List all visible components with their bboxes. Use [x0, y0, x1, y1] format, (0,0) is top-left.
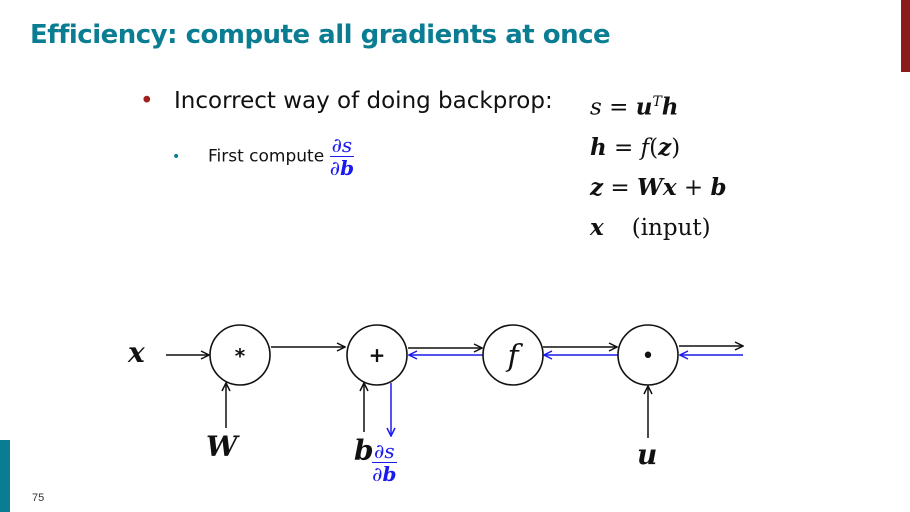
accent-bar-teal [0, 440, 10, 512]
partial-symbol: ∂ [329, 156, 341, 180]
bullet-text: First compute [208, 146, 325, 167]
var: W [636, 173, 663, 201]
bullet-level1: • Incorrect way of doing backprop: [140, 88, 553, 114]
eq-sign: = [603, 174, 637, 201]
eq-sign: = [606, 134, 641, 161]
node-symbol: + [369, 343, 386, 367]
var: b [710, 173, 727, 201]
partial-derivative-fraction: ∂s ∂b [329, 133, 355, 179]
var: h [661, 93, 679, 121]
var: x [662, 173, 677, 201]
fraction-numerator: ∂s [372, 439, 397, 463]
node-symbol: • [642, 344, 655, 369]
fraction-denominator: ∂b [372, 463, 397, 485]
equation-z: z = Wx + b [590, 168, 727, 208]
bullet-marker: • [140, 88, 154, 114]
accent-bar-red [901, 0, 910, 72]
node-dot-product: • [617, 324, 679, 386]
input-u-label: u [637, 438, 658, 471]
equation-s: s = uTh [590, 82, 727, 128]
var-b: b [382, 462, 397, 486]
var: f [640, 134, 650, 161]
var: s [590, 94, 602, 121]
var: z [590, 173, 604, 201]
var: h [590, 133, 607, 161]
var: z [658, 133, 672, 161]
node-multiply: * [209, 324, 271, 386]
equation-h: h = f(z) [590, 128, 727, 168]
page-number: 75 [32, 492, 45, 504]
fraction-denominator: ∂b [330, 157, 355, 179]
var: x [590, 213, 604, 241]
var: u [635, 93, 653, 121]
transpose: T [652, 94, 662, 110]
eq-sign: = [601, 94, 636, 121]
equation-x: x (input) [590, 208, 727, 248]
bullet-text: Incorrect way of doing backprop: [174, 88, 553, 114]
gradient-label-ds-db: ∂s ∂b [372, 440, 397, 485]
equation-block: s = uTh h = f(z) z = Wx + b x(input) [590, 82, 727, 248]
node-add: + [346, 324, 408, 386]
bullet-marker: • [172, 148, 181, 165]
input-b-label: b [354, 434, 374, 467]
input-note: (input) [631, 214, 711, 241]
paren: ( [649, 134, 659, 161]
partial-symbol: ∂ [372, 462, 383, 486]
bullet-level2: • First compute ∂s ∂b [172, 133, 355, 179]
plus-sign: + [676, 174, 711, 201]
node-f: f [482, 324, 544, 386]
input-x-label: x [128, 336, 145, 369]
slide-title: Efficiency: compute all gradients at onc… [30, 20, 611, 50]
node-symbol: * [235, 344, 246, 368]
fraction-numerator: ∂s [329, 133, 355, 157]
input-W-label: W [206, 430, 238, 463]
paren: ) [671, 134, 681, 161]
var-b: b [340, 156, 355, 180]
